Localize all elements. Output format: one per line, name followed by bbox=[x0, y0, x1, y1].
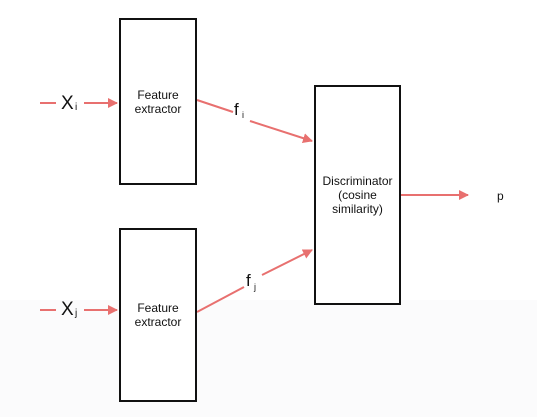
feature-extractor-top-line1: Feature bbox=[137, 87, 179, 102]
feature-extractor-bottom-line1: Feature bbox=[137, 301, 179, 315]
input-xj-label: X bbox=[61, 299, 74, 320]
feature-fi-subscript: i bbox=[242, 110, 244, 120]
feature-fj-subscript: j bbox=[254, 282, 256, 292]
feature-extractor-bottom-line2: extractor bbox=[134, 315, 182, 329]
discriminator-line2: (cosine bbox=[338, 188, 377, 202]
feature-fj-arrow bbox=[261, 249, 313, 276]
input-xi-subscript: i bbox=[75, 102, 78, 113]
input-xj-subscript: j bbox=[75, 308, 78, 319]
input-xi-label: X bbox=[61, 93, 74, 114]
feature-fj-arrow-start bbox=[196, 286, 245, 313]
discriminator-line1: Discriminator bbox=[322, 174, 393, 188]
feature-fi-label: f bbox=[234, 100, 239, 119]
discriminator-label: Discriminator (cosine similarity) bbox=[322, 174, 392, 216]
feature-extractor-top-label: Feature extractor bbox=[135, 88, 182, 116]
feature-fj-label: f bbox=[246, 271, 251, 290]
discriminator-line3: similarity) bbox=[332, 202, 383, 216]
feature-extractor-top-box: Feature extractor bbox=[119, 18, 197, 185]
feature-extractor-bottom-box: Feature extractor bbox=[119, 228, 197, 402]
feature-extractor-bottom-label: Feature extractor bbox=[135, 301, 182, 329]
feature-extractor-top-line2: extractor bbox=[134, 101, 182, 116]
feature-fi-arrow bbox=[249, 120, 313, 143]
output-p-label: p bbox=[497, 189, 504, 203]
discriminator-box: Discriminator (cosine similarity) bbox=[314, 85, 401, 305]
background-tint bbox=[0, 300, 537, 417]
feature-fi-arrow-start bbox=[196, 99, 234, 113]
